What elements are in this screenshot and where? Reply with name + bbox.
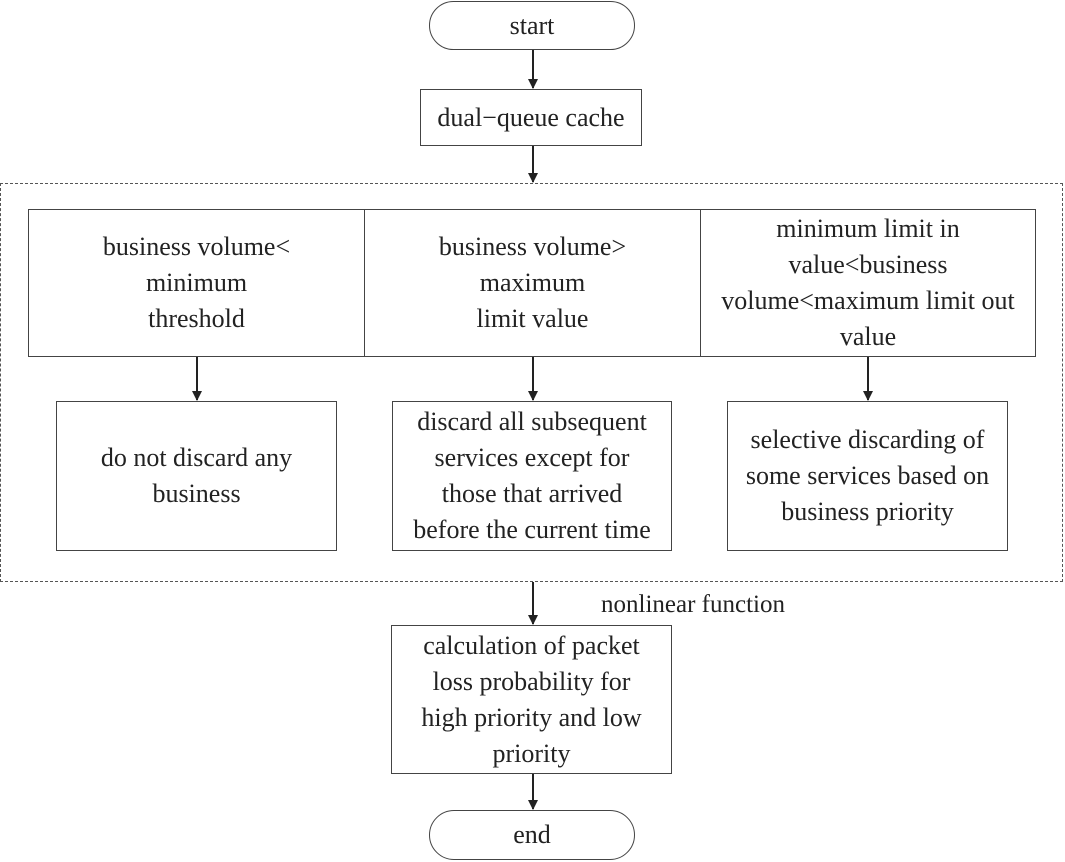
dual-queue-cache-label: dual−queue cache bbox=[437, 102, 625, 132]
condition-between-limits-line: value<business bbox=[788, 250, 948, 279]
condition-above-maximum-line: maximum bbox=[479, 268, 586, 297]
action-discard-subsequent-box: discard all subsequent services except f… bbox=[392, 401, 672, 551]
start-terminal: start bbox=[429, 1, 635, 50]
action-selective-discard-line: business priority bbox=[781, 497, 954, 526]
condition-between-limits-line: volume<maximum limit out bbox=[721, 286, 1015, 315]
packet-loss-calculation-line: high priority and low bbox=[421, 702, 642, 732]
dual-queue-cache-box: dual−queue cache bbox=[420, 89, 642, 146]
action-discard-subsequent-line: services except for bbox=[434, 443, 630, 472]
action-no-discard-line: business bbox=[152, 479, 241, 508]
condition-above-maximum-line: limit value bbox=[476, 304, 589, 333]
condition-below-minimum-line: threshold bbox=[148, 304, 245, 333]
start-label: start bbox=[509, 10, 555, 40]
condition-below-minimum-box: business volume< minimum threshold bbox=[28, 209, 365, 357]
condition-below-minimum-line: minimum bbox=[145, 268, 248, 297]
action-selective-discard-line: some services based on bbox=[745, 461, 990, 490]
packet-loss-calculation-line: priority bbox=[492, 738, 571, 768]
condition-above-maximum-line: business volume> bbox=[438, 232, 627, 261]
packet-loss-calculation-line: calculation of packet bbox=[423, 630, 640, 660]
condition-region bbox=[0, 183, 1063, 582]
nonlinear-function-label: nonlinear function bbox=[601, 591, 785, 618]
condition-between-limits-line: minimum limit in bbox=[776, 214, 960, 243]
action-selective-discard-box: selective discarding of some services ba… bbox=[727, 401, 1008, 551]
action-no-discard-line: do not discard any bbox=[100, 443, 293, 472]
end-terminal: end bbox=[429, 810, 635, 860]
packet-loss-calculation-line: loss probability for bbox=[432, 666, 631, 696]
condition-between-limits-line: value bbox=[839, 322, 897, 351]
action-no-discard-box: do not discard any business bbox=[56, 401, 337, 551]
action-selective-discard-line: selective discarding of bbox=[750, 425, 985, 454]
condition-between-limits-box: minimum limit in value<business volume<m… bbox=[700, 209, 1036, 357]
condition-below-minimum-line: business volume< bbox=[102, 232, 291, 261]
packet-loss-calculation-box: calculation of packet loss probability f… bbox=[391, 625, 672, 774]
end-label: end bbox=[513, 820, 551, 849]
condition-above-maximum-box: business volume> maximum limit value bbox=[364, 209, 701, 357]
action-discard-subsequent-line: discard all subsequent bbox=[417, 407, 647, 436]
action-discard-subsequent-line: before the current time bbox=[413, 515, 651, 544]
action-discard-subsequent-line: those that arrived bbox=[441, 479, 623, 508]
